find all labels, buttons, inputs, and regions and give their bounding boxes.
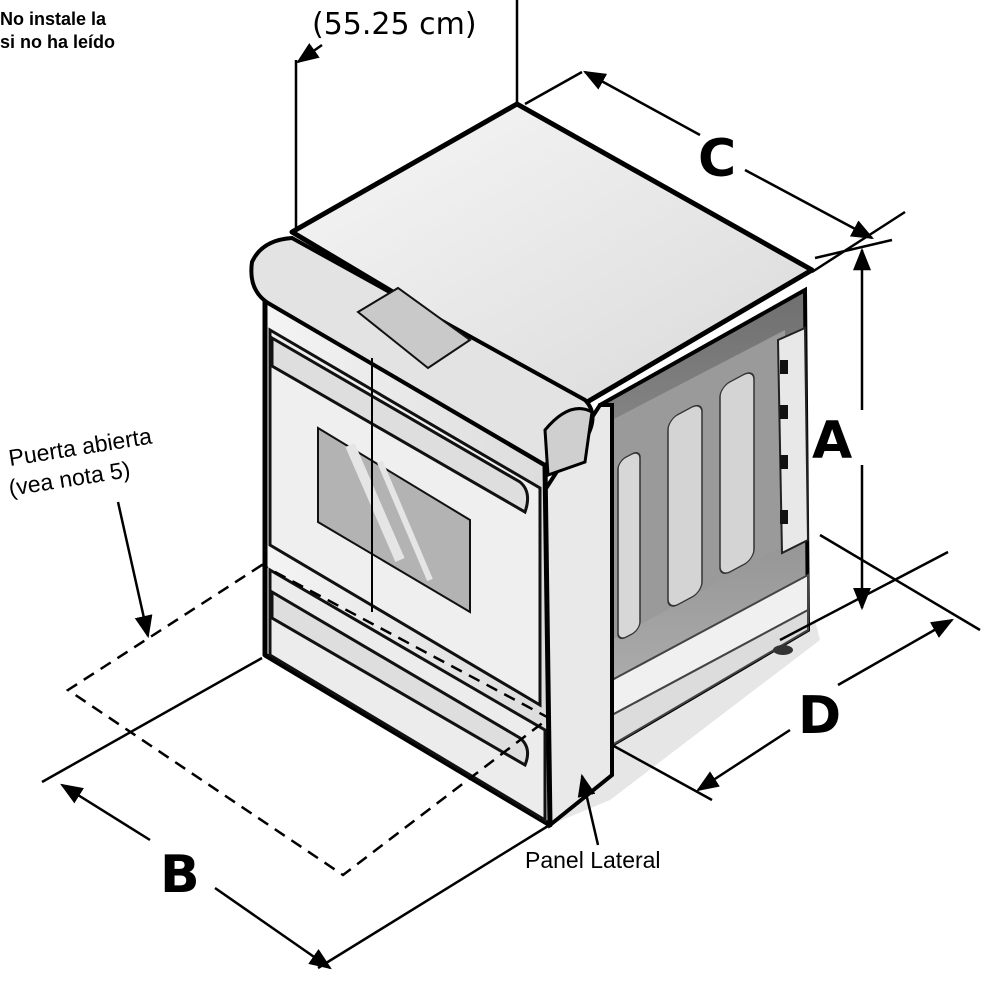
dimension-b-arrow-lower	[214, 886, 332, 970]
dimension-a-label: A	[812, 411, 852, 471]
interior-rib-3	[719, 372, 755, 575]
window-glare-2	[377, 460, 433, 582]
window-glare-1	[345, 443, 405, 562]
control-display	[356, 286, 472, 370]
leveling-foot	[773, 645, 793, 655]
dimension-b-extension-right	[317, 824, 549, 970]
dimension-b-extension-left	[41, 656, 263, 784]
dimension-d-label: D	[798, 686, 841, 746]
dimension-d-extension-mid	[779, 550, 949, 642]
dimension-d-extension-bottom	[611, 743, 713, 802]
open-door-outline	[65, 563, 552, 877]
dimension-d-arrow-lower	[696, 728, 791, 792]
side-panel-callout: Panel Lateral	[525, 847, 661, 873]
dimension-c-extension-top	[524, 70, 583, 106]
rail-slot-4	[780, 510, 788, 524]
width-dimension-value: (55.25 cm)	[312, 7, 477, 42]
oven-window	[317, 426, 471, 614]
dimension-c-arrow-upper	[583, 70, 701, 137]
dimension-c-extension	[811, 210, 906, 274]
rail-slot-3	[780, 455, 788, 469]
installation-note-line2: si no ha leído	[0, 32, 116, 52]
dimension-c-label: C	[698, 129, 736, 189]
side-rail	[776, 326, 810, 555]
installation-note-line1: No instale la	[0, 9, 107, 29]
interior-rib-1	[617, 452, 641, 640]
dimension-b-arrow-upper	[60, 783, 151, 842]
interior-rib-2	[667, 404, 703, 607]
dimension-a-extension-top	[814, 238, 893, 260]
installation-note: No instale la si no ha leído	[0, 8, 115, 54]
side-panel-leader	[577, 773, 600, 846]
rail-slot-2	[780, 405, 788, 419]
dimension-b-label: B	[160, 845, 200, 905]
dimension-d-extension-top	[819, 533, 981, 632]
dimension-d-arrow-upper	[837, 618, 954, 687]
control-panel-end-cap	[543, 407, 594, 478]
rail-slot-1	[780, 360, 788, 374]
door-open-leader	[116, 501, 153, 639]
width-dimension-arrow	[296, 42, 323, 64]
dimension-c-arrow-lower	[744, 168, 874, 240]
oven-door-handle	[270, 335, 530, 515]
